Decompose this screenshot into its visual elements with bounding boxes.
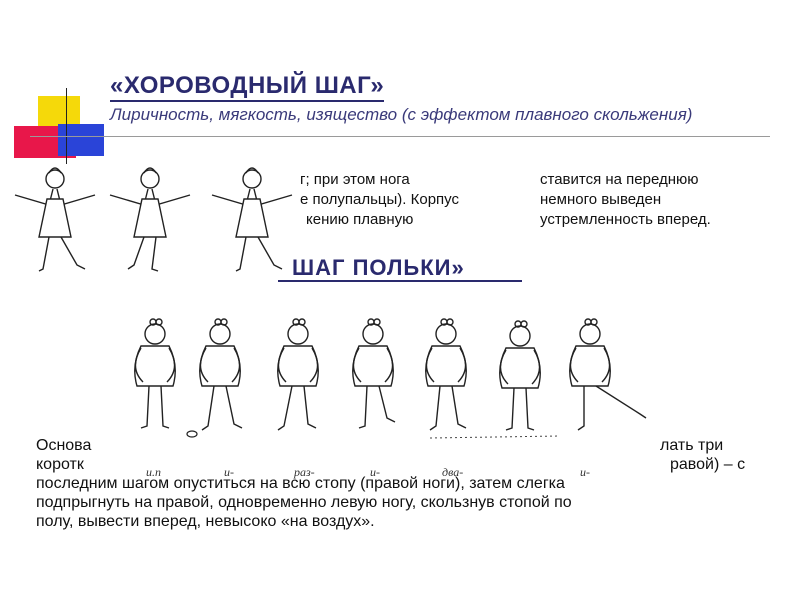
text-fragment: кению плавную — [306, 211, 414, 228]
paragraph-line: Основа — [36, 437, 92, 454]
paragraph-line: коротк — [36, 456, 84, 473]
paragraph-fragment: лать три — [660, 437, 724, 454]
slide-subtitle: Лиричность, мягкость, изящество (с эффек… — [110, 105, 693, 124]
step-label: и- — [224, 465, 234, 479]
text-fragment: ставится на переднюю — [540, 171, 699, 188]
step-label: и.п — [146, 465, 161, 479]
step-label: и- — [580, 465, 590, 479]
slide-title: «ХОРОВОДНЫЙ ШАГ» — [110, 72, 385, 102]
polka-dancer-figure — [352, 318, 396, 429]
section-title-underline — [278, 280, 522, 282]
text-fragment: е полупальцы). Корпус — [300, 191, 460, 208]
polka-dancer-figure — [425, 318, 467, 431]
khorovod-dancer-figure — [211, 167, 293, 272]
decor-blue-block — [58, 124, 104, 156]
decor-vertical-line — [66, 88, 67, 164]
floor-trace-line — [429, 435, 561, 439]
step-label: два- — [442, 465, 464, 479]
step-label: раз- — [294, 465, 315, 479]
paragraph-fragment: равой) – с — [670, 456, 746, 473]
khorovod-dancer-figure — [14, 167, 96, 272]
section-title-polka: ШАГ ПОЛЬКИ» — [292, 255, 465, 280]
paragraph-line: подпрыгнуть на правой, одновременно леву… — [36, 494, 572, 511]
step-label: и- — [370, 465, 380, 479]
paragraph-line: полу, вывести вперед, невысоко «на возду… — [36, 513, 375, 530]
shoe-mark — [186, 430, 198, 438]
polka-dancer-figure — [199, 318, 243, 431]
text-fragment: немного выведен — [540, 191, 662, 208]
polka-dancer-figure — [569, 318, 647, 431]
decor-horizontal-line — [30, 136, 770, 137]
polka-dancer-figure — [277, 318, 319, 431]
text-fragment: устремленность вперед. — [540, 211, 711, 228]
text-fragment: г; при этом нога — [300, 171, 410, 188]
paragraph-line: последним шагом опуститься на всю стопу … — [36, 475, 565, 492]
polka-dancer-figure — [499, 320, 541, 431]
khorovod-dancer-figure — [109, 167, 191, 272]
polka-dancer-figure — [134, 318, 176, 429]
